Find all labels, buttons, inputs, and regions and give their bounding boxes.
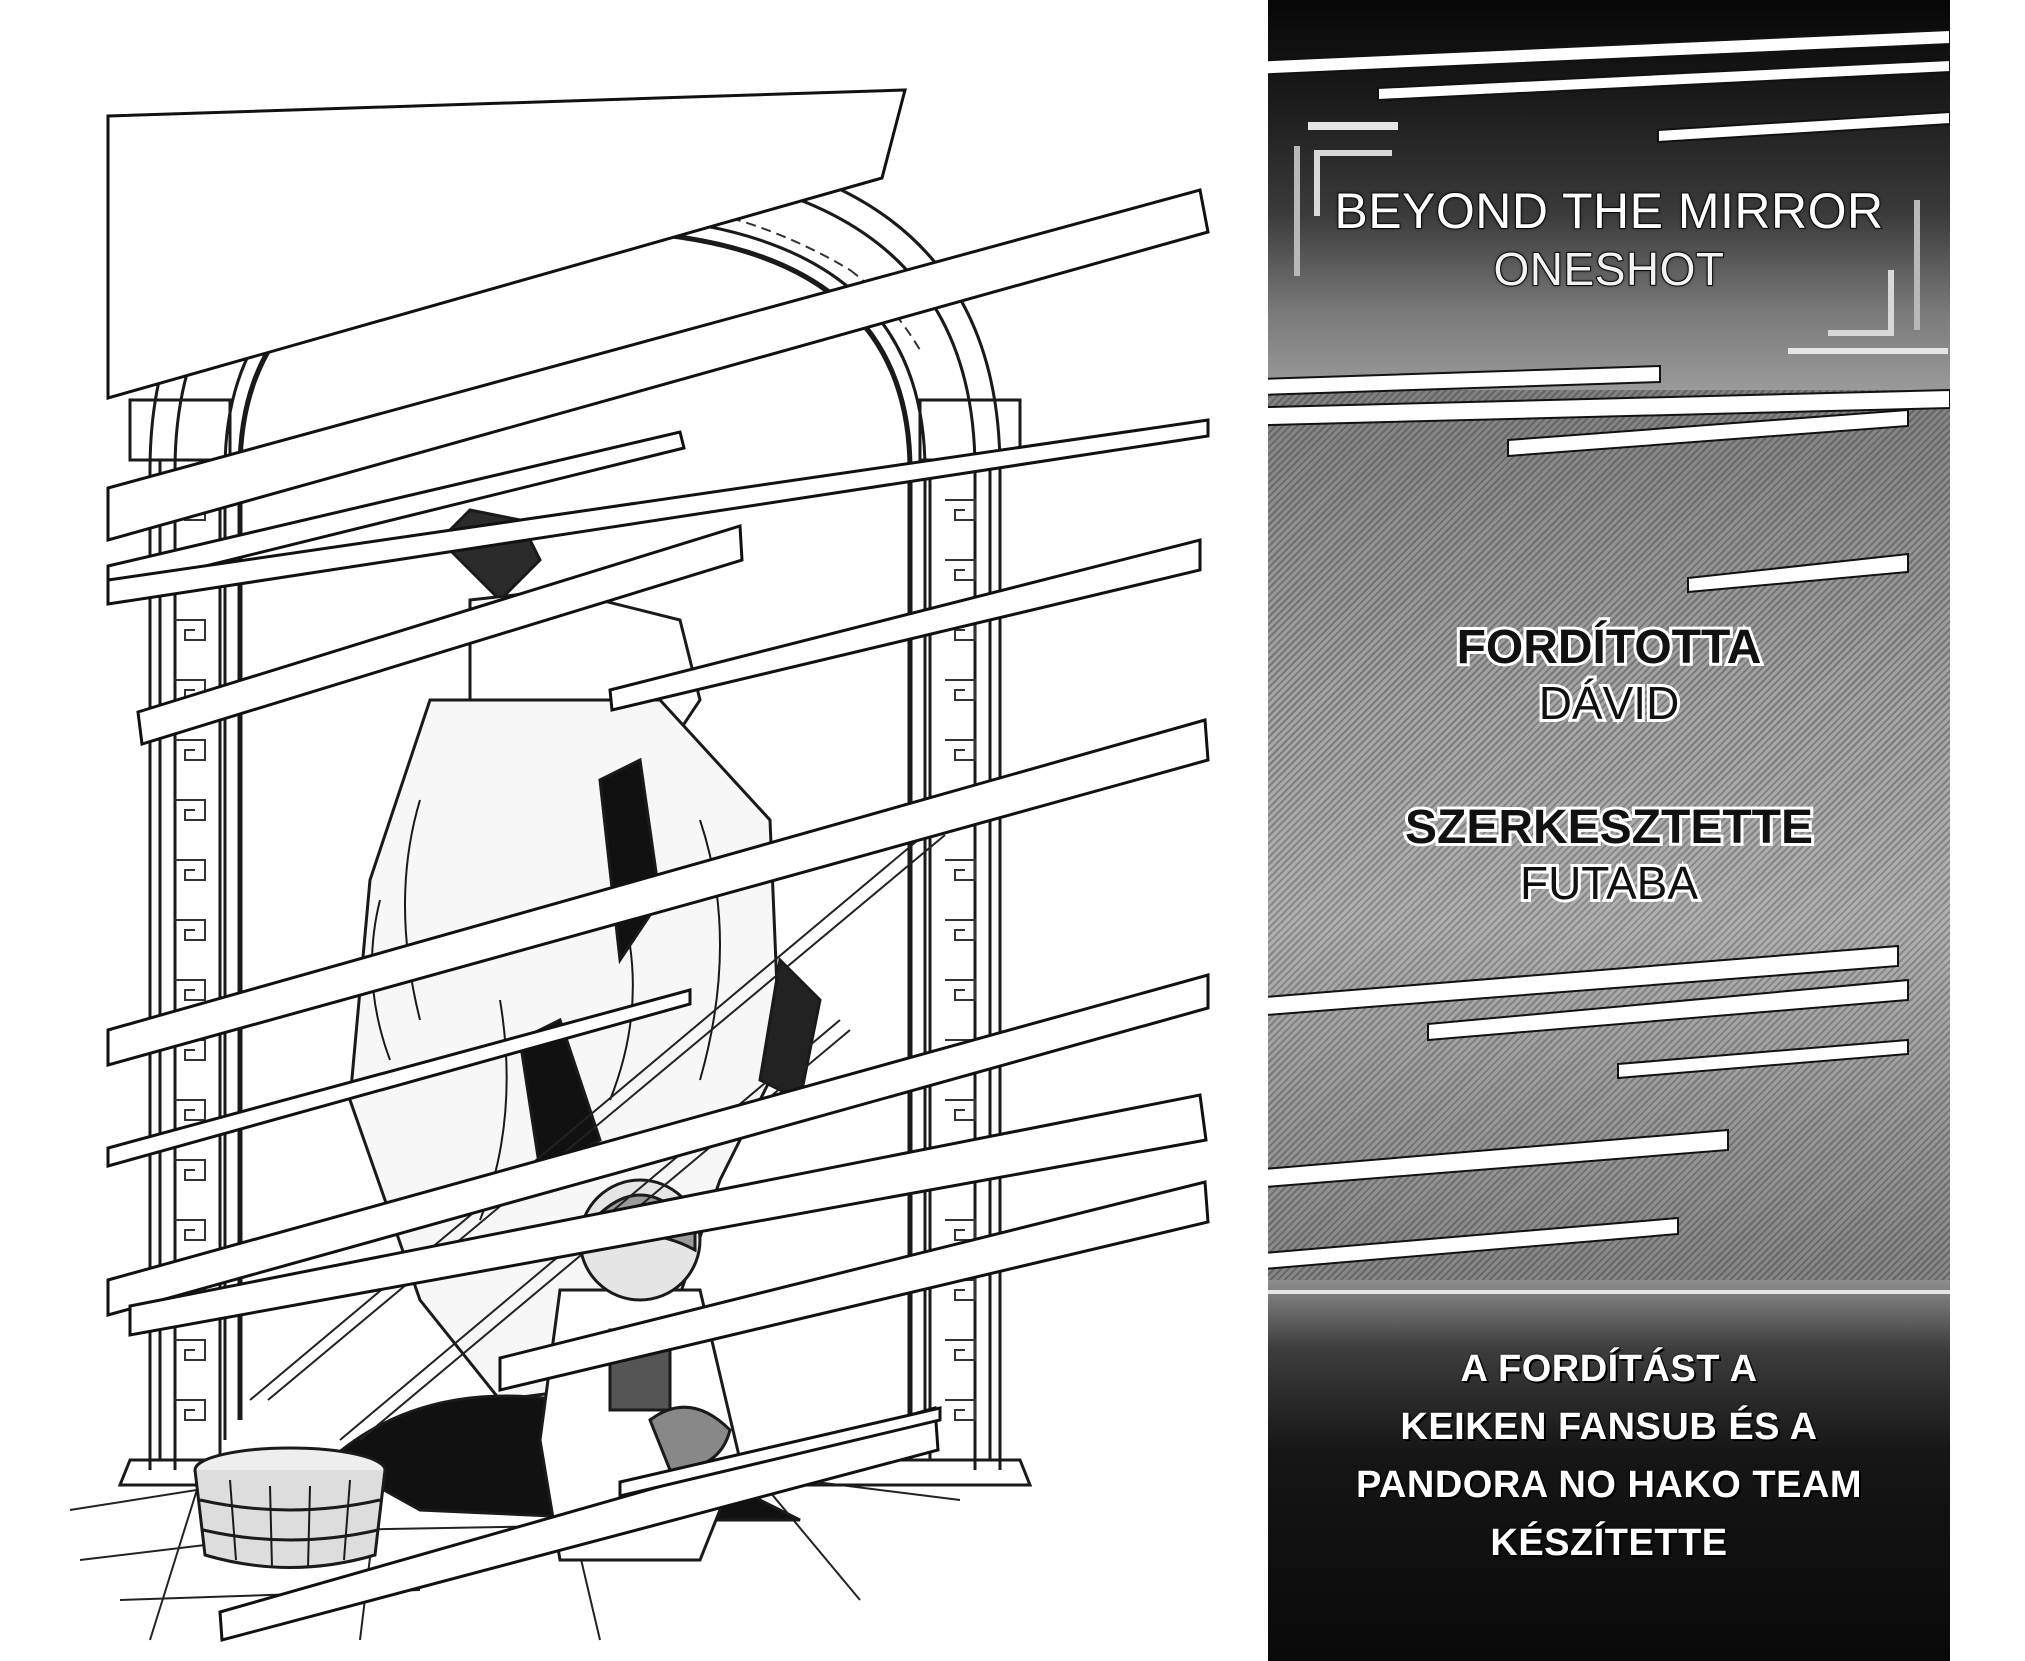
translator-role: FORDÍTOTTA: [1454, 618, 1765, 677]
group-credit: A FORDÍTÁST A KEIKEN FANSUB ÉS A PANDORA…: [1268, 1340, 1950, 1572]
title-bracket-left-bar: [1294, 146, 1300, 276]
group-credit-line: A FORDÍTÁST A: [1460, 1348, 1758, 1390]
group-credit-line: KEIKEN FANSUB ÉS A: [1400, 1406, 1818, 1448]
bucket: [193, 1446, 387, 1569]
translator-credit: FORDÍTOTTA DÁVID: [1268, 618, 1950, 732]
group-credit-line: PANDORA NO HAKO TEAM: [1355, 1464, 1863, 1506]
credits-panel: BEYOND THE MIRROR ONESHOT FORDÍTOTTA DÁV…: [1268, 0, 1950, 1661]
editor-name: FUTABA: [1517, 854, 1701, 912]
page-title: BEYOND THE MIRROR: [1333, 182, 1884, 240]
speed-streaks: [1268, 28, 1950, 1294]
panel-bottom-band: [1268, 1280, 1950, 1661]
slash-strips: [106, 88, 1210, 1642]
page-subtitle: ONESHOT: [1493, 242, 1725, 296]
group-credit-line: KÉSZÍTETTE: [1490, 1522, 1728, 1564]
editor-credit: SZERKESZTETTE FUTABA: [1268, 798, 1950, 912]
title-block: BEYOND THE MIRROR ONESHOT: [1268, 182, 1950, 298]
title-bracket-top-left: [1314, 150, 1392, 216]
manga-illustration: [69, 88, 1210, 1642]
title-bracket-right-bar: [1914, 200, 1920, 330]
translator-name: DÁVID: [1536, 674, 1683, 732]
panel-middle-band: [1268, 390, 1950, 1280]
title-bracket-bottom-right: [1828, 270, 1894, 336]
editor-role: SZERKESZTETTE: [1402, 798, 1816, 857]
